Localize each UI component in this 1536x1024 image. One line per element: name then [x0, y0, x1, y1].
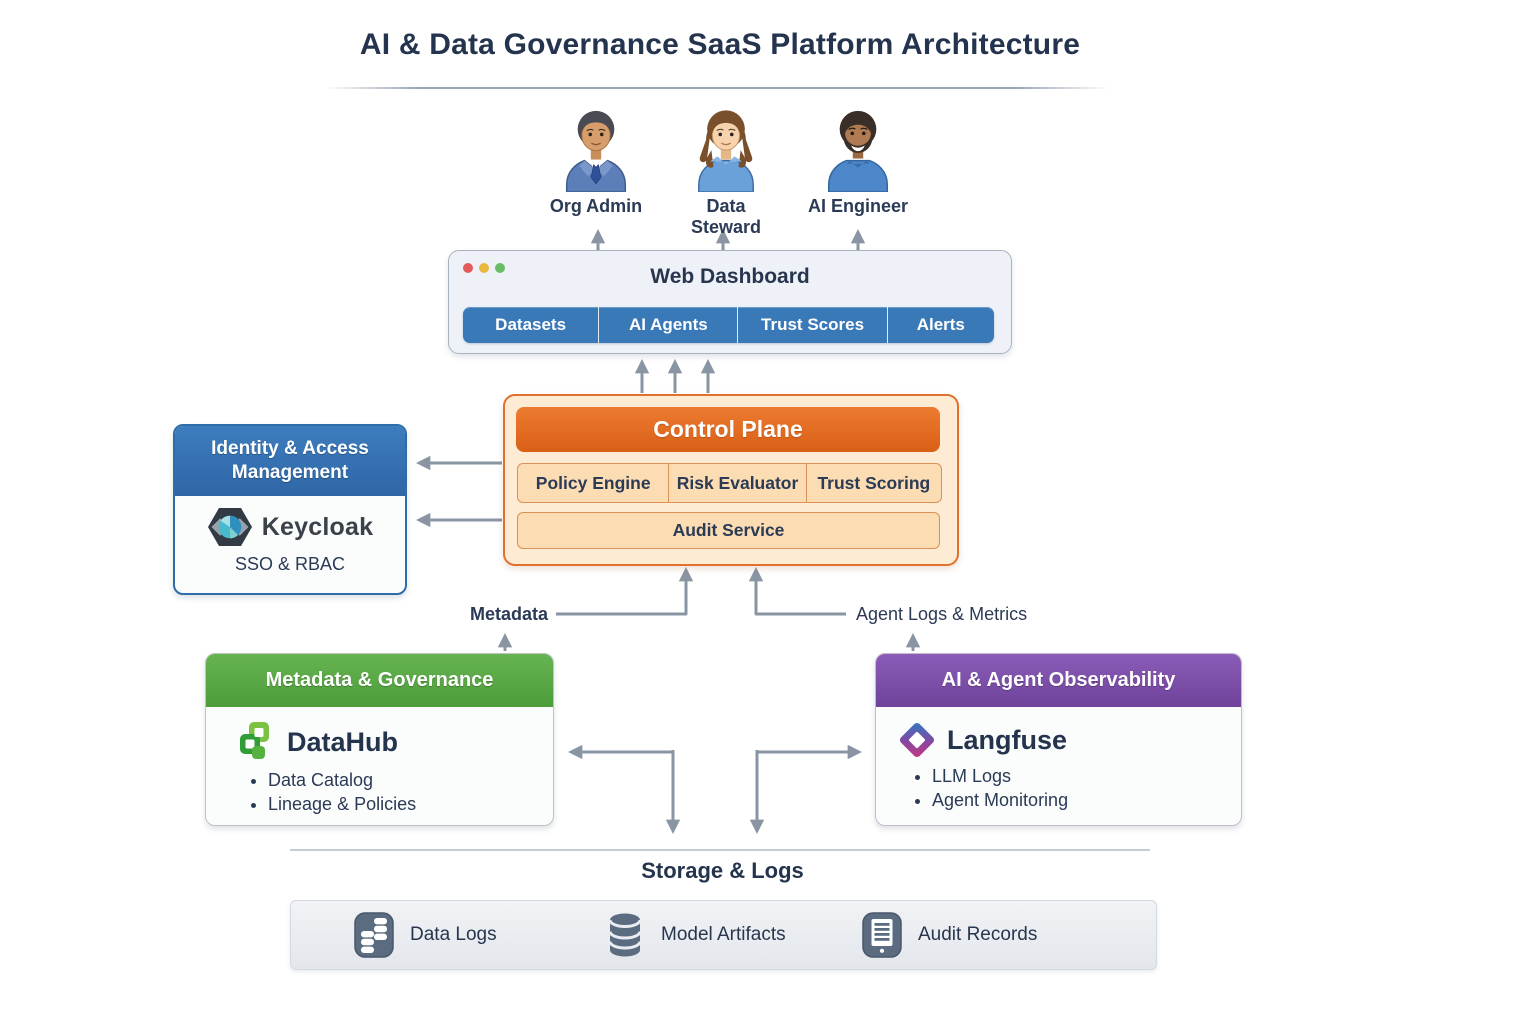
- audit-records-icon: [862, 912, 902, 958]
- flow-label-agent-logs: Agent Logs & Metrics: [856, 604, 1028, 624]
- persona-label-org-admin: Org Admin: [549, 196, 643, 216]
- datahub-logo-icon: [240, 722, 269, 759]
- iam-caption: SSO & RBAC: [234, 554, 346, 574]
- window-close-dot-icon: [463, 263, 473, 273]
- storage-item-label-audit-records: Audit Records: [918, 924, 1038, 945]
- persona-org-admin: Org Admin: [541, 102, 651, 217]
- keycloak-logo-icon: [207, 508, 252, 546]
- tab-datasets: Datasets: [463, 307, 600, 343]
- iam-panel: Identity & Access Management Keycloak SS…: [173, 424, 407, 595]
- org-admin-avatar-icon: [565, 110, 627, 192]
- page-title: AI & Data Governance SaaS Platform Archi…: [359, 28, 1081, 61]
- service-policy-engine: Policy Engine: [518, 464, 670, 502]
- dashboard-title: Web Dashboard: [650, 265, 810, 288]
- observability-product-name: Langfuse: [947, 724, 1068, 755]
- persona-label-ai-engineer: AI Engineer: [807, 196, 909, 216]
- storage-divider: [290, 849, 1150, 851]
- arrow-metadata-to-control: [556, 566, 694, 616]
- storage-item-model-artifacts: Model Artifacts: [605, 912, 786, 958]
- governance-product-name: DataHub: [287, 726, 399, 757]
- storage-bar: Data Logs Model Artifacts Audit Records: [290, 900, 1157, 970]
- service-audit: Audit Service: [517, 512, 940, 549]
- storage-item-data-logs: Data Logs: [354, 912, 497, 958]
- persona-ai-engineer: AI Engineer: [803, 102, 913, 217]
- storage-title: Storage & Logs: [641, 858, 804, 883]
- service-trust-scoring: Trust Scoring: [817, 472, 931, 493]
- persona-data-steward: Data Steward: [671, 102, 781, 238]
- observability-header: AI & Agent Observability: [876, 654, 1241, 707]
- window-minimize-dot-icon: [479, 263, 489, 273]
- control-plane-services: Policy Engine Risk Evaluator Trust Scori…: [517, 463, 942, 503]
- ai-engineer-avatar-icon: [827, 110, 889, 192]
- data-steward-avatar-icon: [698, 110, 754, 192]
- persona-label-data-steward: Data Steward: [690, 196, 762, 237]
- tab-ai-agents: AI Agents: [599, 307, 739, 343]
- dashboard-tabbar: Datasets AI Agents Trust Scores Alerts: [463, 307, 994, 343]
- service-risk-evaluator: Risk Evaluator: [669, 464, 807, 502]
- observability-bullet-llm-logs: LLM Logs: [932, 766, 1241, 787]
- window-zoom-dot-icon: [495, 263, 505, 273]
- iam-product-name: Keycloak: [261, 512, 374, 541]
- observability-bullet-list: LLM Logs Agent Monitoring: [896, 766, 1241, 811]
- title-divider: [325, 87, 1110, 89]
- arrow-agentlogs-to-control: [748, 566, 846, 616]
- governance-header: Metadata & Governance: [206, 654, 553, 707]
- observability-panel: AI & Agent Observability Langfuse LLM Lo…: [875, 653, 1242, 826]
- governance-bullet-list: Data Catalog Lineage & Policies: [232, 770, 553, 815]
- governance-bullet-lineage: Lineage & Policies: [268, 794, 553, 815]
- governance-bullet-catalog: Data Catalog: [268, 770, 553, 791]
- model-artifacts-icon: [608, 913, 642, 957]
- storage-item-label-data-logs: Data Logs: [410, 924, 497, 945]
- control-plane-panel: Control Plane Policy Engine Risk Evaluat…: [503, 394, 959, 566]
- data-logs-icon: [354, 912, 394, 958]
- web-dashboard-panel: Web Dashboard Datasets AI Agents Trust S…: [448, 250, 1012, 354]
- flow-label-metadata: Metadata: [469, 604, 548, 624]
- control-plane-header: Control Plane: [516, 407, 940, 452]
- window-traffic-lights: [463, 263, 505, 273]
- langfuse-logo-icon: [899, 722, 935, 758]
- iam-header: Identity & Access Management: [175, 426, 405, 496]
- storage-item-audit-records: Audit Records: [862, 912, 1037, 958]
- tab-alerts: Alerts: [916, 315, 965, 334]
- governance-panel: Metadata & Governance DataHub Data Catal…: [205, 653, 554, 826]
- tab-trust-scores: Trust Scores: [738, 307, 888, 343]
- storage-item-label-model-artifacts: Model Artifacts: [661, 924, 786, 945]
- observability-bullet-agent-monitoring: Agent Monitoring: [932, 790, 1241, 811]
